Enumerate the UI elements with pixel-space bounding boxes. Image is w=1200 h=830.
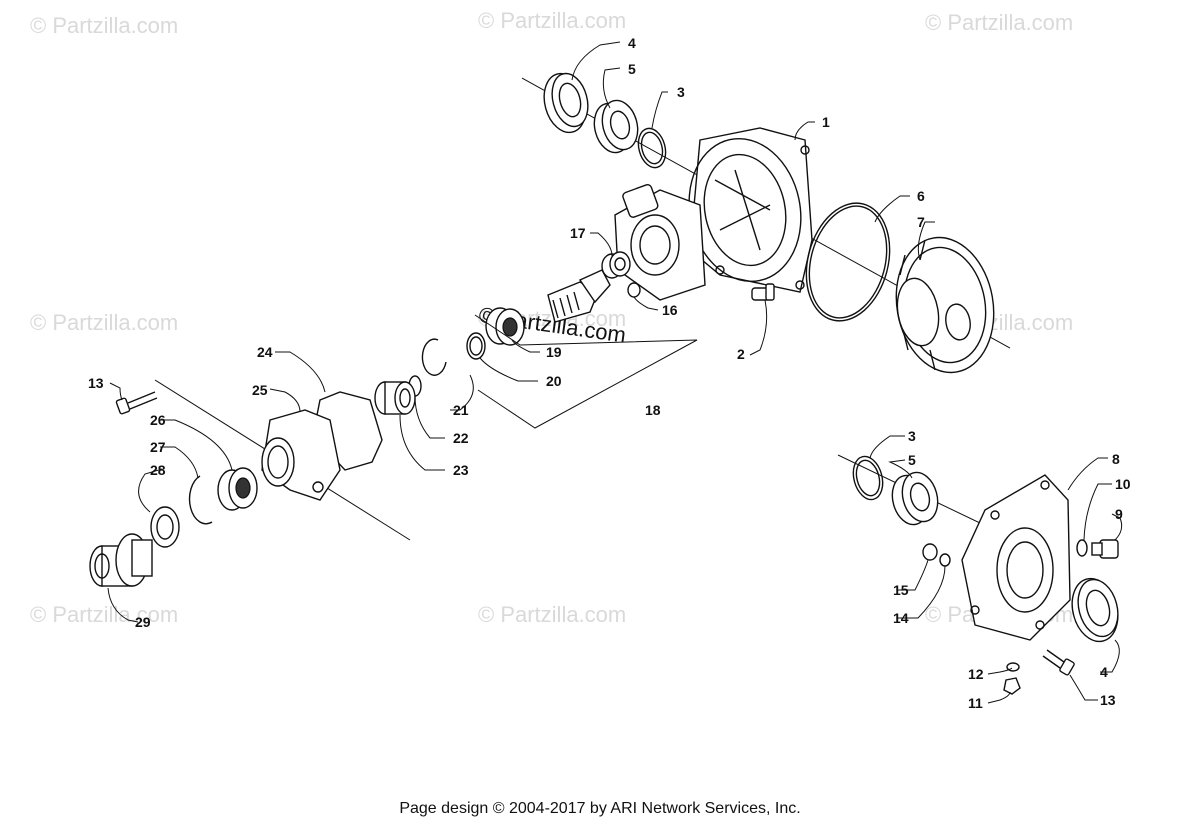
washer-part-14 [939,553,951,567]
callout-label: 2 [737,346,745,362]
bearing-part-17 [601,251,631,279]
callout-label: 3 [908,428,916,444]
seal-part-28 [150,506,180,548]
washer-part-12 [1006,662,1020,672]
washer-part-10 [1076,539,1088,557]
plug-part-9 [1091,539,1119,559]
bearing-part-5-upper [593,99,639,154]
bolt-part-11 [1003,677,1021,695]
bearing-part-26 [217,467,258,511]
callout-label: 1 [822,114,830,130]
callout-label: 10 [1115,476,1131,492]
callout-label: 4 [1100,664,1108,680]
shaft-part-29 [89,533,153,587]
callout-label: 4 [628,35,636,51]
callout-label: 26 [150,412,166,428]
bearing-part-5-lower [891,471,939,526]
callout-label: 16 [662,302,678,318]
callout-label: 19 [546,344,562,360]
callout-label: 13 [1100,692,1116,708]
callout-label: 28 [150,462,166,478]
cover-part-25 [261,409,341,501]
callout-label: 5 [628,61,636,77]
housing-part-1 [614,127,813,301]
watermark: © Partzilla.com [30,13,178,38]
leader-lines [107,41,1123,704]
callout-label: 11 [968,695,983,711]
callout-label: 24 [257,344,273,360]
callout-label: 9 [1115,506,1123,522]
callout-label: 8 [1112,451,1120,467]
ring-gear-part-7 [895,236,995,374]
oring-part-3-upper [637,127,667,169]
callout-label: 23 [453,462,469,478]
watermark: © Partzilla.com [925,10,1073,35]
oring-part-6 [805,202,891,322]
callout-labels: 4 5 3 1 6 7 17 16 2 19 20 18 21 22 23 24… [88,35,1131,711]
callout-label: 7 [917,214,925,230]
callout-label: 25 [252,382,268,398]
callout-label: 21 [453,402,469,418]
callout-label: 17 [570,225,586,241]
seal-part-4-lower [1071,577,1119,643]
seal-part-4-upper [543,72,589,134]
part-15 [922,543,938,561]
bolt-part-13-left [115,391,158,415]
oring-part-3-lower [852,455,884,501]
part-16 [627,282,641,298]
callout-label: 29 [135,614,151,630]
watermark: © Partzilla.com [30,310,178,335]
snap-ring-part-21 [421,338,447,376]
footer-copyright: Page design © 2004-2017 by ARI Network S… [399,800,801,817]
watermark: © Partzilla.com [30,602,178,627]
fitting-part-2 [751,283,775,301]
callout-label: 18 [645,402,661,418]
callout-label: 15 [893,582,909,598]
callout-label: 13 [88,375,104,391]
ring-part-20 [466,332,486,360]
pinion-assembly-part-18 [547,269,611,323]
callout-label: 12 [968,666,984,682]
bushing-part-23 [374,381,416,415]
bearing-part-19 [485,307,525,346]
callout-label: 3 [677,84,685,100]
callout-label: 6 [917,188,925,204]
callout-label: 27 [150,439,166,455]
callout-label: 20 [546,373,562,389]
watermark: © Partzilla.com [478,602,626,627]
snap-ring-part-27 [188,475,213,525]
cover-part-8 [961,474,1071,641]
watermark: © Partzilla.com [478,8,626,33]
callout-label: 22 [453,430,469,446]
bolt-part-13-right [1042,649,1075,676]
callout-label: 5 [908,452,916,468]
callout-label: 14 [893,610,909,626]
